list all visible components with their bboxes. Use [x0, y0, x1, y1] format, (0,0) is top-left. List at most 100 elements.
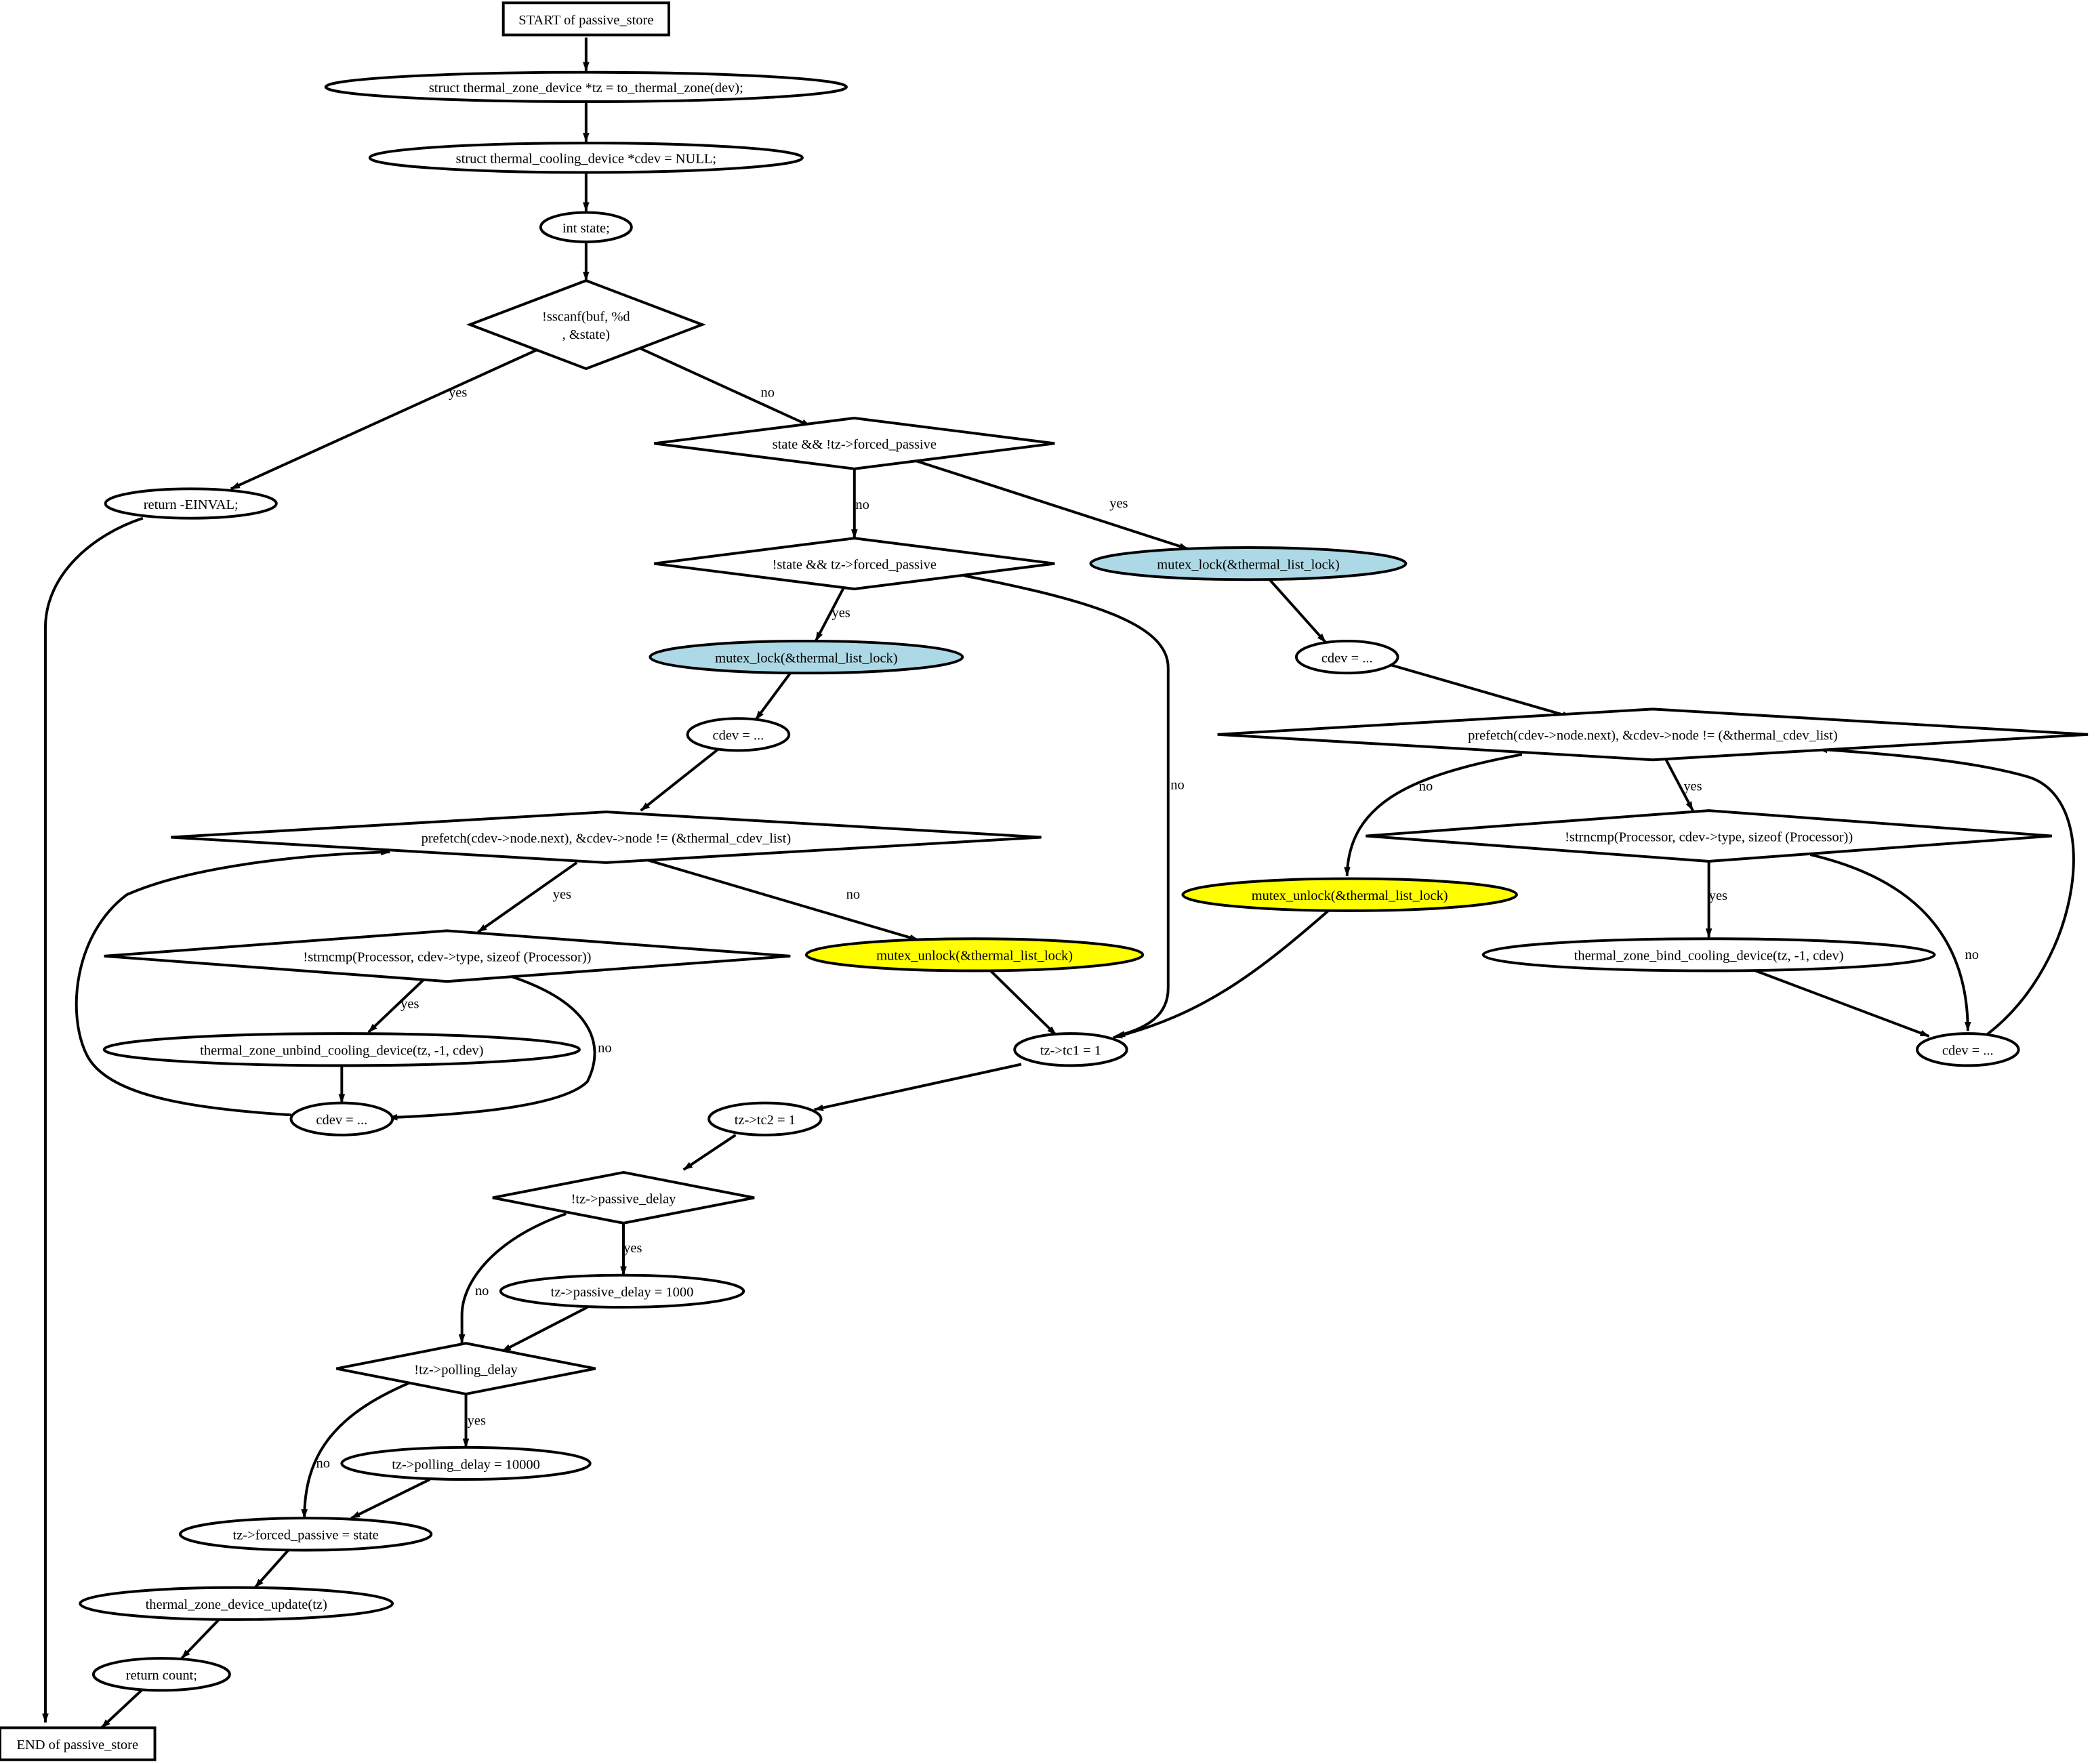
edge-line [100, 1689, 143, 1729]
node-label: int state; [562, 221, 610, 236]
edge-if-state-off-to-lock-l: yes [814, 587, 850, 642]
node-label: struct thermal_cooling_device *cdev = NU… [456, 152, 716, 167]
node-label: !tz->passive_delay [571, 1191, 677, 1206]
node-shape [79, 1586, 394, 1621]
edge-loop-r-to-strncmp-r: yes [1664, 759, 1702, 812]
node-shape [178, 1517, 433, 1552]
edge-if-sscanf-to-ret-einval: yes [230, 348, 537, 491]
edge-line [754, 672, 792, 721]
edge-label-no: no [316, 1456, 330, 1471]
edge-loop-l-to-unlock-l: no [638, 856, 920, 942]
edge-line [230, 348, 537, 491]
edge-if-pdelay-to-if-poll: no [458, 1212, 567, 1344]
edge-line [963, 574, 1170, 1038]
node-if-state-off: !state && tz->forced_passive [654, 537, 1055, 591]
node-label: !state && tz->forced_passive [773, 558, 937, 573]
edge-line [814, 587, 845, 642]
edge-loop-l-to-strncmp-l: yes [477, 861, 578, 933]
node-shape [91, 1657, 231, 1692]
node-shape [0, 1726, 157, 1761]
node-set-poll: tz->polling_delay = 10000 [340, 1445, 592, 1481]
node-tc1: tz->tc1 = 1 [1013, 1032, 1128, 1067]
edges-layer: yes no no yes yes no no yes yes no yes no yes no yes no… [42, 37, 2075, 1729]
edge-label-yes: yes [468, 1413, 486, 1428]
edge-if-sscanf-to-if-state-on: no [640, 347, 811, 428]
edge-tc1-to-tc2 [814, 1063, 1022, 1111]
edge-unlock-r-to-tc1 [1113, 909, 1330, 1039]
node-unbind: thermal_zone_unbind_cooling_device(tz, -… [102, 1032, 581, 1067]
node-label: prefetch(cdev->node.next), &cdev->node !… [422, 831, 792, 846]
node-decl-state: int state; [539, 211, 633, 243]
edge-label-no: no [1419, 779, 1433, 794]
node-strncmp-l: !strncmp(Processor, cdev->type, sizeof (… [104, 929, 791, 983]
edge-line [814, 1063, 1022, 1111]
edge-cdev-r-to-loop-r [1391, 663, 1572, 719]
node-label: thermal_zone_unbind_cooling_device(tz, -… [200, 1044, 483, 1059]
node-label: !tz->polling_delay [414, 1362, 518, 1377]
node-label: tz->passive_delay = 1000 [551, 1285, 694, 1300]
node-shape [1181, 877, 1518, 912]
node-cdev-next-r: cdev = ... [1915, 1032, 2020, 1067]
node-loop-l: prefetch(cdev->node.next), &cdev->node !… [171, 811, 1042, 864]
node-shape [104, 487, 278, 520]
node-label: cdev = ... [316, 1113, 367, 1128]
edge-label-no: no [846, 887, 860, 902]
edge-line [180, 1618, 220, 1660]
node-label: !strncmp(Processor, cdev->type, sizeof (… [303, 950, 591, 965]
edge-label-no: no [761, 385, 775, 400]
node-ret-einval: return -EINVAL; [104, 487, 278, 520]
edge-label-yes: yes [1683, 779, 1702, 794]
node-ret-count: return count; [91, 1657, 231, 1692]
node-set-forced: tz->forced_passive = state [178, 1517, 433, 1552]
node-shape [1481, 937, 1936, 972]
edge-line [75, 848, 390, 1117]
node-tc2: tz->tc2 = 1 [707, 1101, 823, 1136]
node-shape [492, 1170, 755, 1225]
edge-line [388, 975, 596, 1121]
edge-line [682, 1134, 737, 1171]
edge-label-yes: yes [623, 1241, 642, 1256]
node-shape [539, 211, 633, 243]
edge-label-yes: yes [401, 997, 419, 1012]
node-shape [654, 416, 1055, 470]
node-label: , &state) [562, 327, 610, 342]
node-label: tz->polling_delay = 10000 [392, 1457, 540, 1472]
node-start: START of passive_store [501, 1, 670, 37]
edge-line [915, 459, 1189, 550]
node-shape [466, 279, 706, 371]
node-shape [171, 811, 1042, 864]
node-label: cdev = ... [1321, 651, 1373, 665]
node-shape [289, 1101, 394, 1136]
edge-label-no: no [1965, 947, 1978, 962]
node-lock-l: mutex_lock(&thermal_list_lock) [649, 639, 964, 675]
node-loop-r: prefetch(cdev->node.next), &cdev->node !… [1217, 707, 2089, 762]
node-shape [1217, 707, 2089, 762]
node-label: mutex_lock(&thermal_list_lock) [715, 651, 897, 665]
node-shape [340, 1445, 592, 1481]
node-label: return count; [126, 1668, 197, 1683]
edge-line [640, 747, 720, 812]
node-bind: thermal_zone_bind_cooling_device(tz, -1,… [1481, 937, 1936, 972]
node-label: mutex_unlock(&thermal_list_lock) [876, 949, 1073, 964]
edge-lock-l-to-cdev-l [754, 672, 792, 721]
edge-line [1809, 853, 1971, 1031]
edge-label-no: no [598, 1041, 611, 1056]
node-set-pdelay: tz->passive_delay = 1000 [499, 1273, 745, 1309]
node-shape [324, 70, 848, 104]
edge-label-yes: yes [1109, 496, 1128, 511]
node-shape [368, 142, 804, 174]
node-shape [804, 937, 1145, 972]
node-shape [1013, 1032, 1128, 1067]
node-label: struct thermal_zone_device *tz = to_ther… [429, 81, 743, 96]
node-label: cdev = ... [1942, 1044, 1994, 1059]
edge-line [367, 979, 424, 1033]
edge-if-state-on-to-if-state-off: no [850, 468, 869, 539]
node-shape [499, 1273, 745, 1309]
node-label: tz->forced_passive = state [233, 1528, 379, 1543]
edge-if-poll-to-set-forced: no [301, 1382, 409, 1519]
edge-line [638, 856, 920, 942]
node-strncmp-r: !strncmp(Processor, cdev->type, sizeof (… [1366, 809, 2053, 863]
node-shape [649, 639, 964, 675]
node-shape [1366, 809, 2053, 863]
edge-ret-count-to-end [100, 1689, 143, 1729]
